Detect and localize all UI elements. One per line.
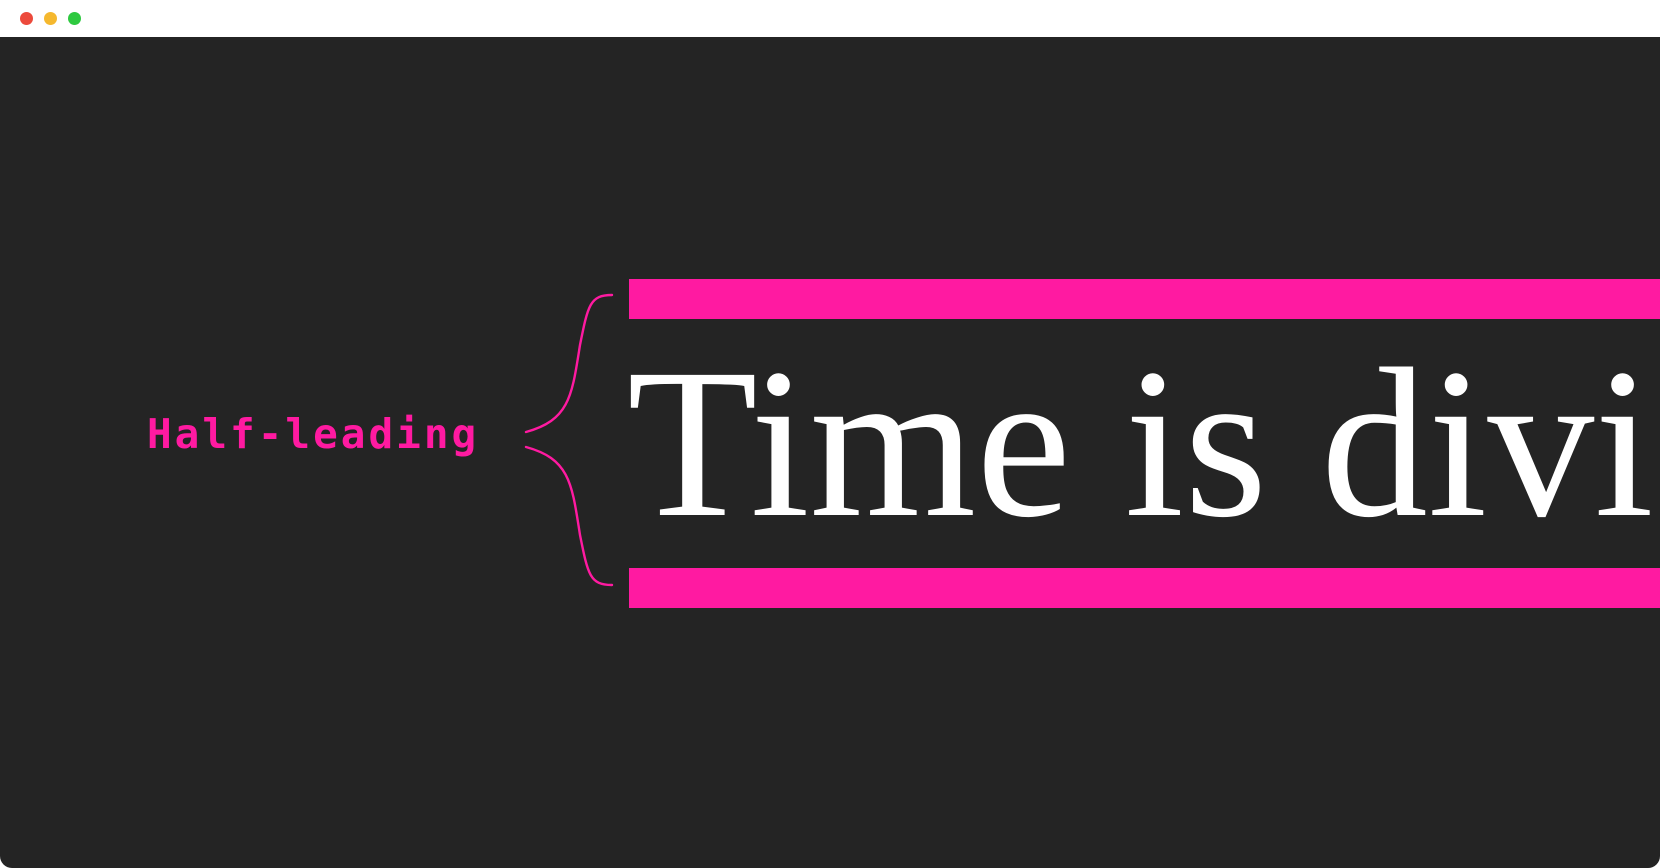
close-window-button[interactable] bbox=[20, 12, 33, 25]
curly-brace-icon bbox=[524, 293, 614, 587]
half-leading-bar-top bbox=[629, 279, 1660, 319]
maximize-window-button[interactable] bbox=[68, 12, 81, 25]
window-titlebar bbox=[0, 0, 1660, 38]
diagram-canvas: Time is divi Half-leading bbox=[0, 37, 1660, 868]
half-leading-bar-bottom bbox=[629, 568, 1660, 608]
sample-text-line: Time is divi bbox=[627, 325, 1654, 562]
minimize-window-button[interactable] bbox=[44, 12, 57, 25]
half-leading-label: Half-leading bbox=[147, 410, 480, 458]
